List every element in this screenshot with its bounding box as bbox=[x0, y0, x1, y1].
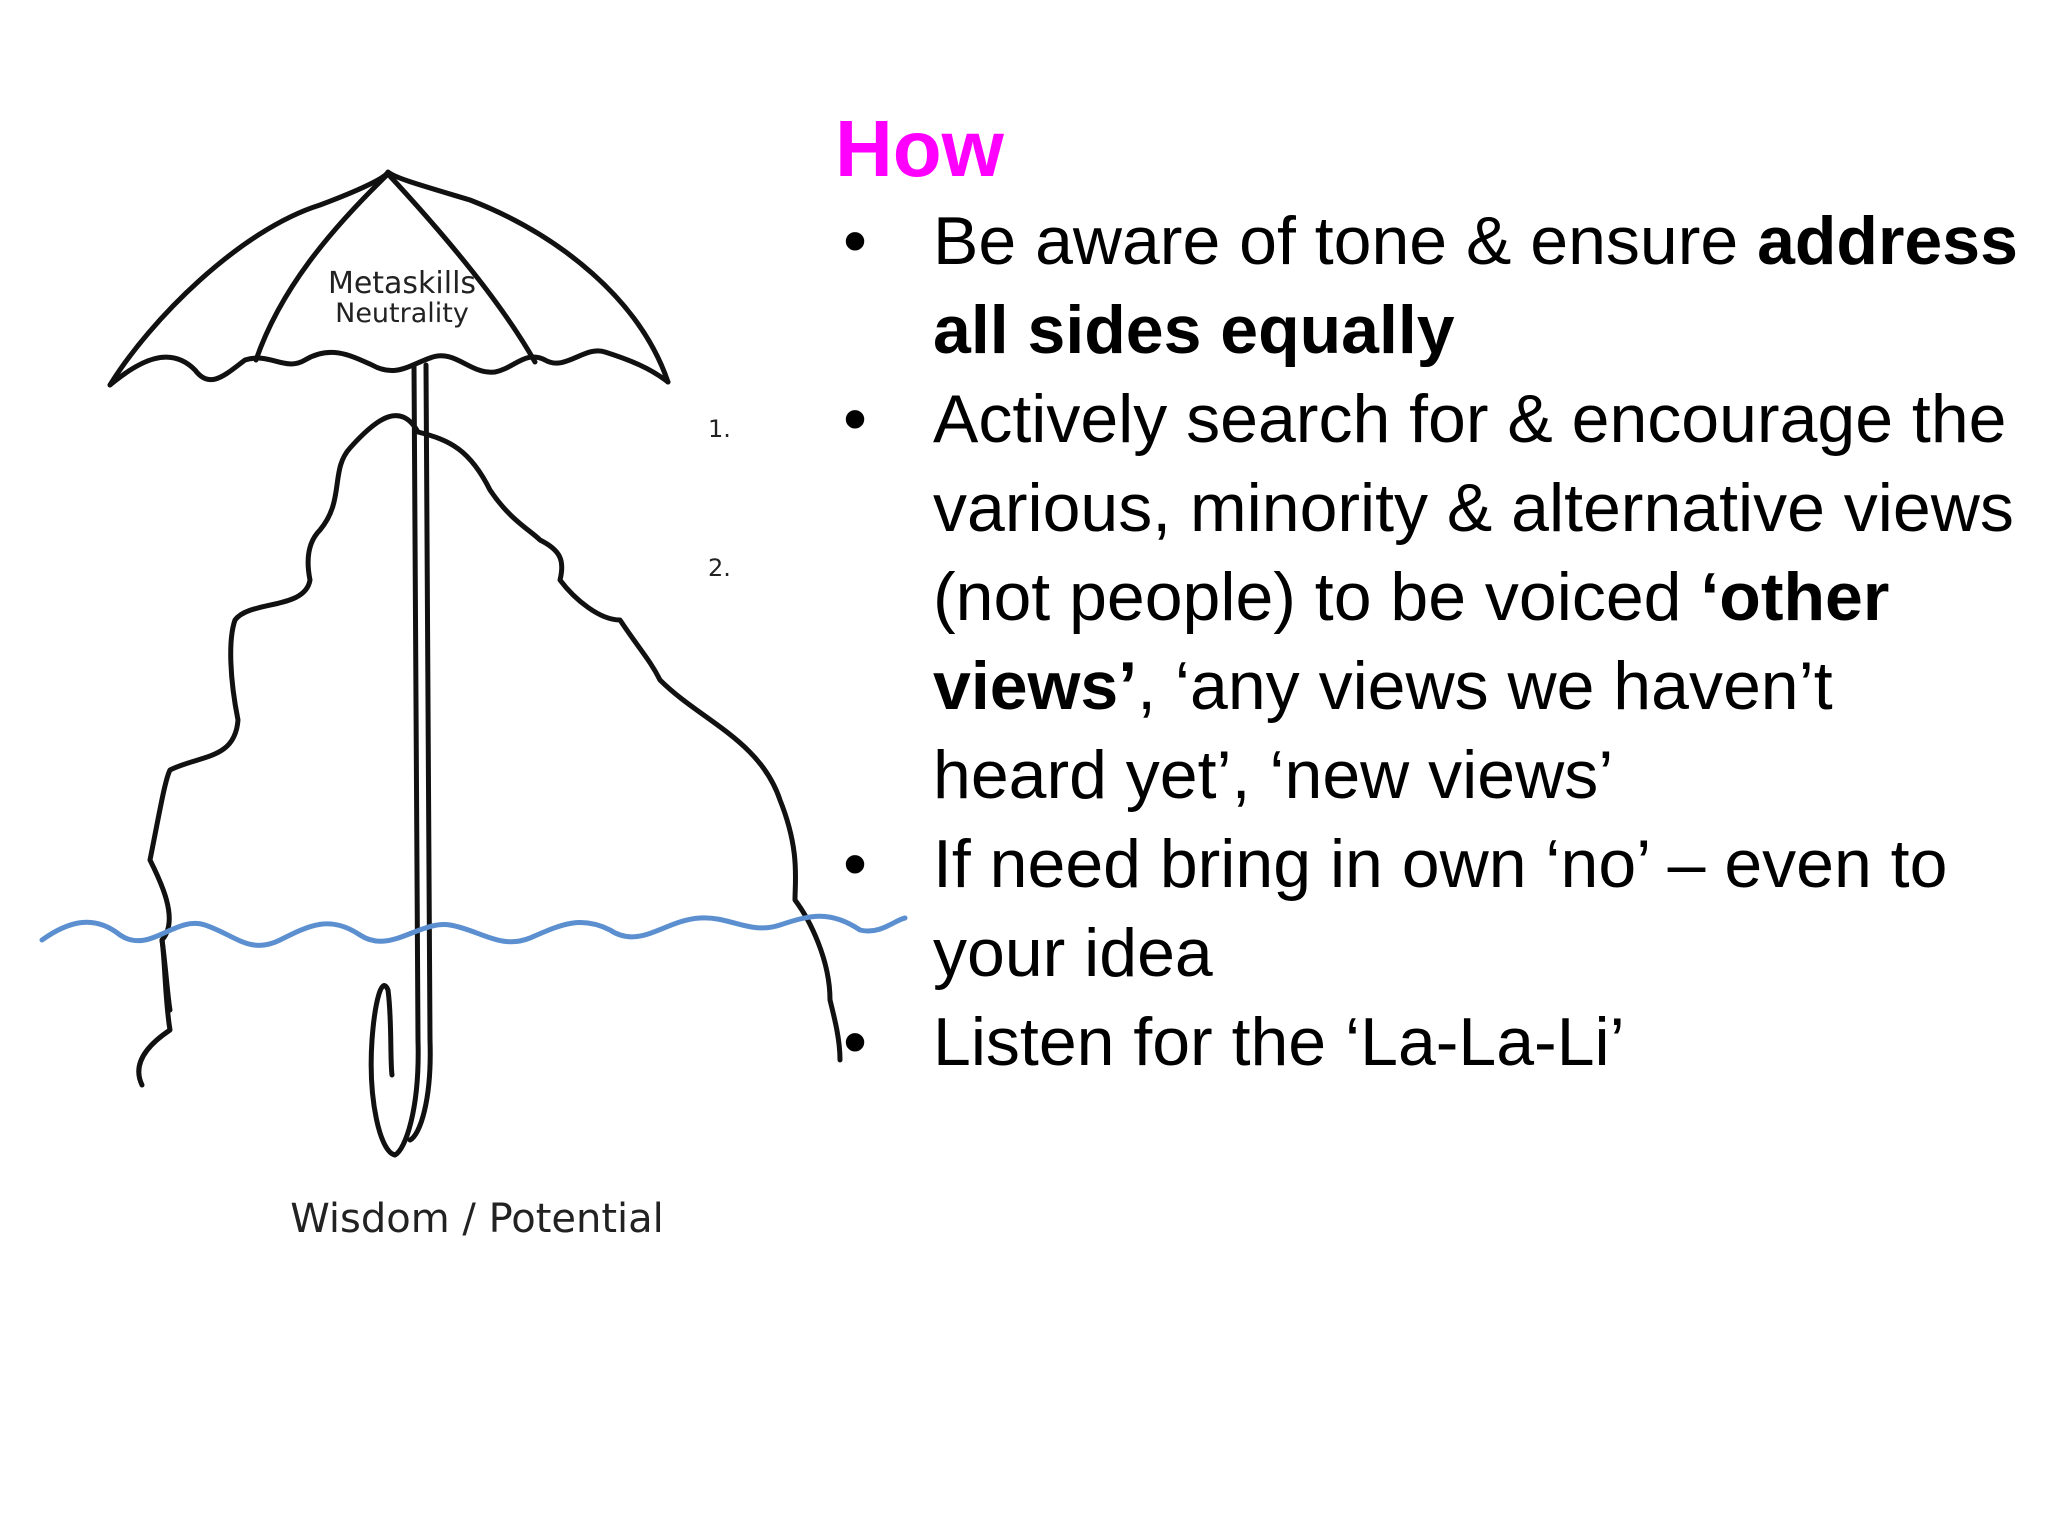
umbrella-label-metaskills: Metaskills bbox=[328, 266, 476, 301]
bullet-item-tone: • Be aware of tone & ensure address all … bbox=[835, 197, 2020, 375]
umbrella-scalloped-edge bbox=[107, 348, 671, 388]
slide-heading: How bbox=[835, 104, 1004, 193]
bullet-text: Actively search for & encourage the vari… bbox=[933, 381, 2014, 635]
bullet-glyph: • bbox=[843, 1004, 867, 1080]
iceberg-underwater-left bbox=[159, 937, 173, 1013]
umbrella-label-neutrality: Neutrality bbox=[335, 298, 469, 329]
bullet-text: Listen for the ‘La-La-Li’ bbox=[933, 1004, 1625, 1080]
umbrella-shaft-inner bbox=[407, 362, 433, 1143]
how-bullet-list: • Be aware of tone & ensure address all … bbox=[835, 197, 2020, 1087]
water-line bbox=[39, 913, 908, 948]
bullet-text: Be aware of tone & ensure bbox=[933, 203, 1758, 279]
umbrella-rib-right bbox=[385, 171, 538, 365]
bullet-glyph: • bbox=[843, 826, 867, 902]
umbrella-shaft bbox=[368, 362, 421, 1158]
bullet-glyph: • bbox=[843, 381, 867, 457]
bullet-text-continued: , ‘any views we haven’t heard yet’, ‘new… bbox=[933, 648, 1833, 813]
umbrella-rib-left bbox=[253, 171, 391, 363]
side-marker-2: 2. bbox=[708, 554, 731, 582]
iceberg-outline bbox=[136, 413, 843, 1088]
how-text-panel: How • Be aware of tone & ensure address … bbox=[835, 105, 2020, 1087]
bullet-item-search-views: • Actively search for & encourage the va… bbox=[835, 375, 2020, 820]
bullet-bold-text: address all sides equally bbox=[933, 203, 2018, 368]
bullet-item-la-la-li: • Listen for the ‘La-La-Li’ bbox=[835, 998, 2020, 1087]
wisdom-potential-label: Wisdom / Potential bbox=[290, 1196, 664, 1242]
slide-background bbox=[32, 0, 2024, 1536]
side-marker-1: 1. bbox=[708, 415, 731, 443]
bullet-glyph: • bbox=[843, 203, 867, 279]
bullet-item-own-no: • If need bring in own ‘no’ – even to yo… bbox=[835, 820, 2020, 998]
bullet-bold-text: ‘other views’ bbox=[933, 559, 1890, 724]
bullet-text: If need bring in own ‘no’ – even to your… bbox=[933, 826, 1948, 991]
